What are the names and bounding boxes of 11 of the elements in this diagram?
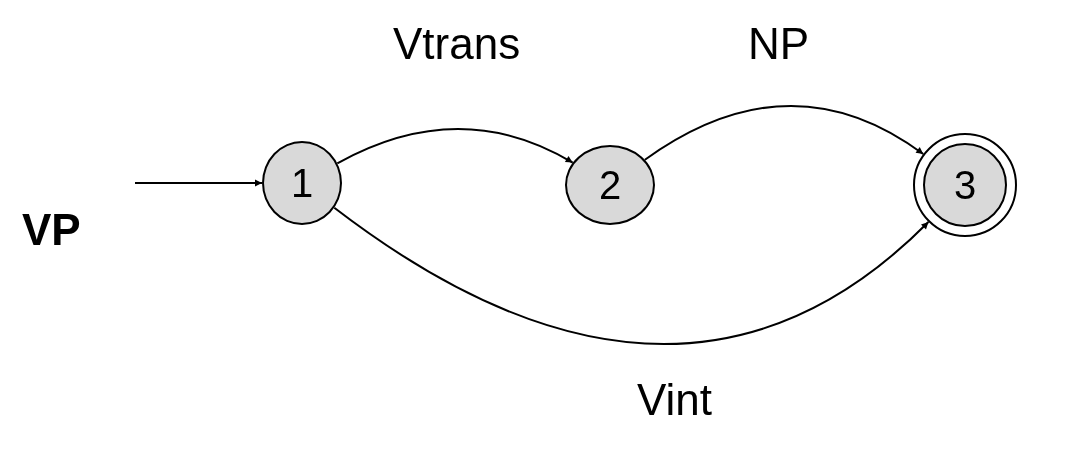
state-number: 2 [598, 165, 622, 205]
edge-label: Vint [637, 378, 713, 422]
state-number: 3 [953, 165, 977, 205]
arrow [333, 206, 930, 345]
edge-label: NP [748, 22, 810, 66]
arrow [336, 128, 574, 165]
state-number: 1 [290, 163, 314, 203]
arrow [134, 179, 263, 187]
arrow [643, 104, 925, 161]
start-label: VP [22, 208, 81, 252]
edge-label: Vtrans [393, 22, 521, 66]
